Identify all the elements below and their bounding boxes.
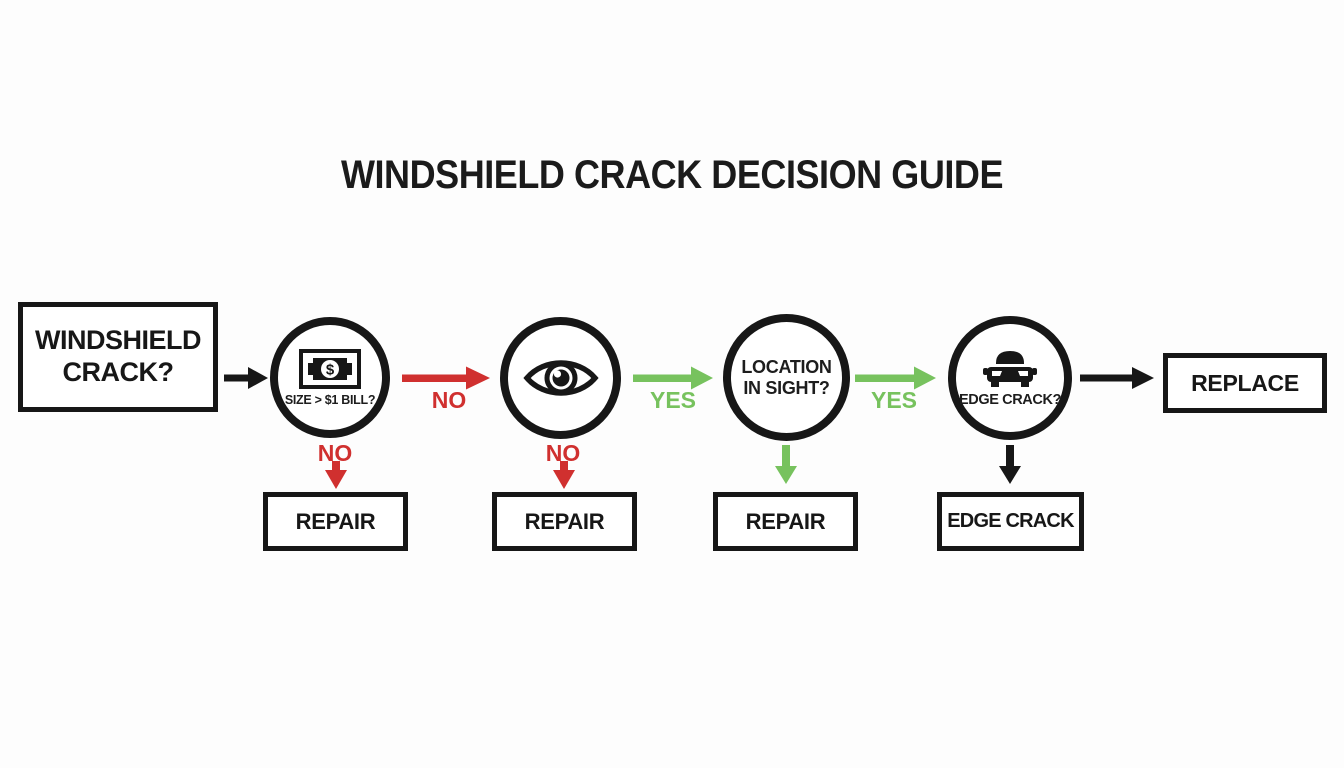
outcome-repair-2-label: REPAIR xyxy=(524,508,605,534)
decision-node-visibility xyxy=(500,317,621,439)
outcome-box-edge-crack: EDGE CRACK xyxy=(937,492,1084,551)
decision-node-location-label: LOCATION IN SIGHT? xyxy=(741,357,832,398)
start-box-label: WINDSHIELD CRACK? xyxy=(35,325,202,387)
start-box-windshield-crack: WINDSHIELD CRACK? xyxy=(18,302,218,412)
outcome-box-repair-3: REPAIR xyxy=(713,492,858,551)
outcome-replace-label: REPLACE xyxy=(1191,369,1299,396)
car-icon xyxy=(983,350,1037,387)
arrow-edge-to-edgecrack xyxy=(999,445,1021,484)
outcome-box-repair-2: REPAIR xyxy=(492,492,637,551)
page-title: WINDSHIELD CRACK DECISION GUIDE xyxy=(340,153,1004,197)
arrow-location-to-repair xyxy=(775,445,797,484)
decision-node-edge-crack: EDGE CRACK? xyxy=(948,316,1072,440)
arrow-location-to-edge xyxy=(855,366,936,390)
edge-label-no-horizontal: NO xyxy=(431,387,467,413)
decision-node-edge-crack-label: EDGE CRACK? xyxy=(959,391,1061,408)
edge-label-yes-2: YES xyxy=(870,387,918,413)
dollar-bill-icon: $ xyxy=(299,348,361,389)
svg-text:$: $ xyxy=(326,361,335,378)
outcome-edge-crack-label: EDGE CRACK xyxy=(947,510,1074,532)
arrow-visibility-to-location xyxy=(633,366,713,390)
arrow-start-to-size xyxy=(224,367,268,389)
decision-node-size: $ SIZE > $1 BILL? xyxy=(270,317,390,438)
decision-node-size-label: SIZE > $1 BILL? xyxy=(284,392,376,407)
arrow-edge-to-replace xyxy=(1080,367,1154,389)
arrow-visibility-to-repair xyxy=(553,461,575,489)
edge-label-yes-1: YES xyxy=(649,387,697,413)
eye-icon xyxy=(522,360,599,396)
outcome-repair-3-label: REPAIR xyxy=(745,508,826,534)
outcome-repair-1-label: REPAIR xyxy=(295,508,376,534)
outcome-box-replace: REPLACE xyxy=(1163,353,1327,413)
arrow-size-to-visibility xyxy=(402,366,490,390)
decision-node-location: LOCATION IN SIGHT? xyxy=(723,314,850,441)
outcome-box-repair-1: REPAIR xyxy=(263,492,408,551)
arrow-size-to-repair xyxy=(325,461,347,489)
